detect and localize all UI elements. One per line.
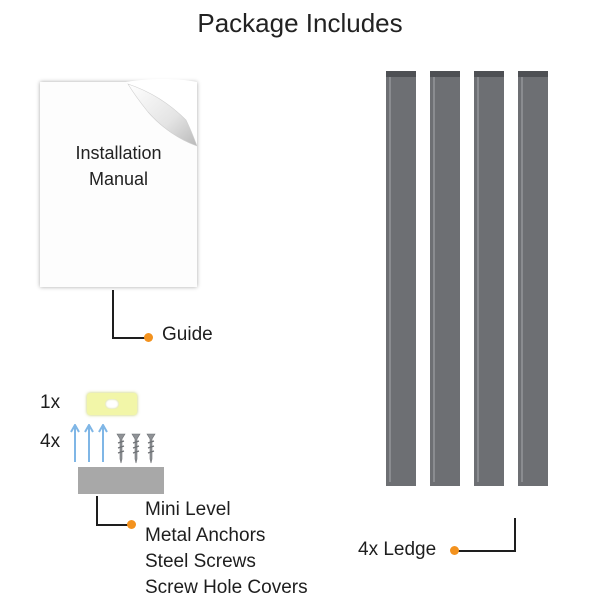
hardware-item-metal-anchors: Metal Anchors [145, 525, 266, 546]
wall-anchor-icon [98, 424, 108, 462]
wall-anchor-icon [84, 424, 94, 462]
level-bubble [105, 399, 119, 409]
manual-title-line2: Manual [88, 169, 149, 189]
wall-anchor-icon [70, 424, 80, 462]
ledge-bar [474, 71, 504, 486]
hardware-item-screw-hole-covers: Screw Hole Covers [145, 577, 308, 598]
ledge-callout-line [458, 550, 516, 552]
screw-icon [131, 433, 141, 464]
guide-callout-line [112, 290, 114, 339]
ledge-label: 4x Ledge [358, 539, 437, 560]
ledge-callout-line [514, 518, 516, 552]
ledge-bar [518, 71, 548, 486]
bubble-level-icon [87, 393, 137, 415]
guide-label: Guide [162, 324, 213, 345]
ledge-set [386, 71, 548, 486]
manual-text: Installation Manual [40, 140, 197, 192]
guide-callout-line [112, 337, 148, 339]
ledge-bar [430, 71, 460, 486]
screw-hole-covers [78, 467, 164, 494]
hardware-item-list: Mini Level Metal Anchors Steel Screws Sc… [145, 497, 308, 601]
level-count: 1x [40, 392, 61, 413]
guide-callout-dot [144, 333, 153, 342]
hardware-callout-line [96, 496, 98, 526]
screw-icon [116, 433, 126, 464]
ledge-callout-dot [450, 546, 459, 555]
metal-anchors [70, 424, 108, 462]
hardware-callout-line [96, 524, 130, 526]
hardware-item-mini-level: Mini Level [145, 499, 231, 520]
manual-title-line1: Installation [75, 143, 162, 163]
hardware-item-steel-screws: Steel Screws [145, 551, 256, 572]
screw-icon [146, 433, 156, 464]
page-title: Package Includes [197, 8, 403, 38]
hardware-callout-dot [127, 520, 136, 529]
paper-curl-icon [126, 79, 198, 147]
anchor-screw-count: 4x [40, 431, 61, 452]
steel-screws [116, 433, 156, 464]
ledge-bar [386, 71, 416, 486]
